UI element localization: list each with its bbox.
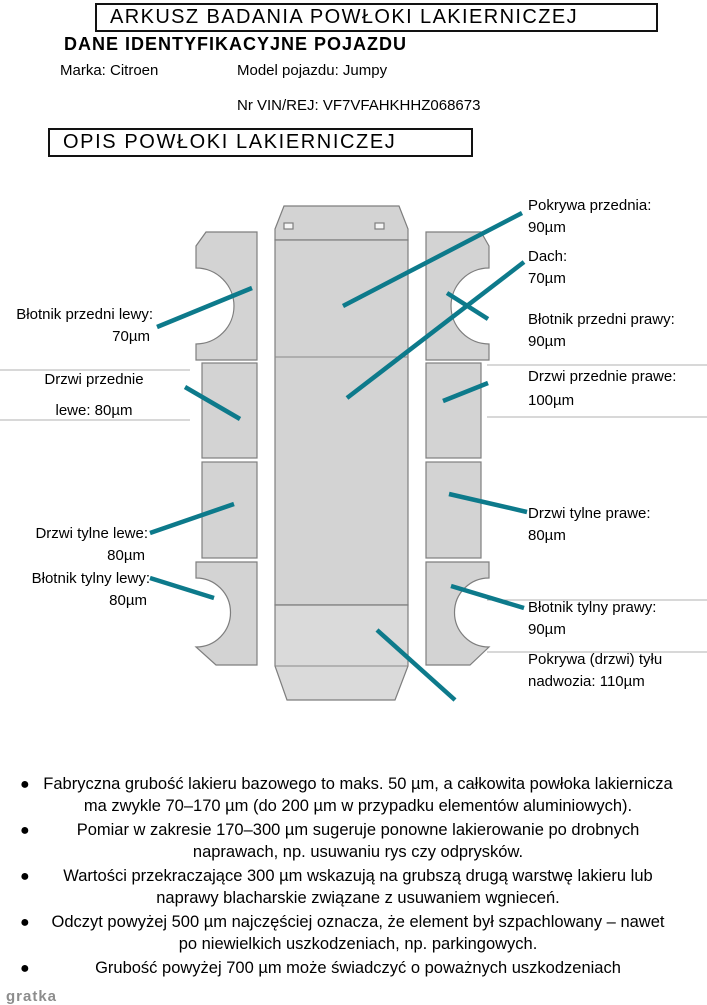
rear-right-door bbox=[425, 461, 482, 559]
model-field: Model pojazdu: Jumpy bbox=[237, 62, 387, 79]
watermark-logo: gratka bbox=[6, 988, 58, 1005]
part-name: Błotnik przedni lewy: bbox=[16, 306, 153, 323]
note-text: Fabryczna grubość lakieru bazowego to ma… bbox=[43, 775, 673, 815]
callout-blotnik-przedni-lewy bbox=[156, 285, 253, 330]
list-item: ● Grubość powyżej 700 µm może świadczyć o… bbox=[14, 958, 692, 980]
callout-dach bbox=[345, 260, 526, 400]
rear-left-fender bbox=[194, 561, 258, 666]
part-value: 100µm bbox=[528, 392, 575, 409]
part-value: 80µm bbox=[107, 547, 145, 564]
bullet-icon: ● bbox=[20, 822, 30, 839]
part-value: 70µm bbox=[528, 270, 566, 287]
brand-field: Marka: Citroen bbox=[60, 62, 158, 79]
part-value: 90µm bbox=[528, 219, 566, 236]
bullet-icon: ● bbox=[20, 868, 30, 885]
callout-blotnik-przedni-prawy bbox=[445, 291, 490, 321]
page-title: ARKUSZ BADANIA POWŁOKI LAKIERNICZEJ bbox=[95, 3, 658, 32]
note-text: Pomiar w zakresie 170–300 µm sugeruje po… bbox=[76, 821, 640, 861]
roof-panel bbox=[274, 239, 409, 606]
front-right-door bbox=[425, 362, 482, 459]
list-item: ● Pomiar w zakresie 170–300 µm sugeruje p… bbox=[14, 820, 692, 863]
label-drzwi-tylne-prawe: Drzwi tylne prawe: 80µm bbox=[528, 503, 651, 547]
list-item: ● Odczyt powyżej 500 µm najczęściej oznac… bbox=[14, 912, 692, 955]
label-blotnik-przedni-prawy: Błotnik przedni prawy: 90µm bbox=[528, 309, 675, 353]
vin-value: VF7VFAHKHHZ068673 bbox=[322, 97, 481, 114]
part-name: Drzwi tylne prawe: bbox=[528, 505, 651, 522]
label-dach: Dach: 70µm bbox=[528, 246, 567, 290]
part-name: Błotnik przedni prawy: bbox=[528, 311, 675, 328]
label-drzwi-przednie-lewe: Drzwi przednie lewe: 80µm bbox=[0, 364, 188, 426]
part-value: 80µm bbox=[528, 527, 566, 544]
part-name: Drzwi przednie prawe: bbox=[528, 368, 677, 385]
bullet-icon: ● bbox=[20, 960, 30, 977]
part-name: Drzwi tylne lewe: bbox=[35, 525, 148, 542]
part-name: Pokrywa (drzwi) tyłu bbox=[528, 651, 663, 668]
coating-section-title: OPIS POWŁOKI LAKIERNICZEJ bbox=[48, 128, 473, 157]
brand-value: Citroen bbox=[110, 62, 159, 79]
vin-field: Nr VIN/REJ: VF7VFAHKHHZ068673 bbox=[237, 97, 480, 114]
model-label: Model pojazdu: bbox=[237, 62, 339, 79]
note-text: Odczyt powyżej 500 µm najczęściej oznacz… bbox=[51, 913, 665, 953]
part-name: Błotnik tylny lewy: bbox=[31, 570, 150, 587]
part-value: 70µm bbox=[112, 328, 150, 345]
part-name: Dach: bbox=[528, 248, 568, 265]
callout-drzwi-przednie-prawe bbox=[442, 380, 489, 404]
hood-notch-right bbox=[374, 222, 385, 230]
list-item: ● Wartości przekraczające 300 µm wskazują… bbox=[14, 866, 692, 909]
model-value: Jumpy bbox=[342, 62, 388, 79]
label-blotnik-tylny-prawy: Błotnik tylny prawy: 90µm bbox=[528, 597, 656, 641]
rear-door-panel bbox=[274, 604, 409, 701]
callout-drzwi-przednie-lewe bbox=[183, 385, 242, 421]
callout-drzwi-tylne-lewe bbox=[149, 501, 235, 536]
callout-blotnik-tylny-prawy bbox=[450, 583, 525, 611]
label-pokrywa-przednia: Pokrywa przednia: 90µm bbox=[528, 195, 651, 239]
label-blotnik-przedni-lewy: Błotnik przedni lewy: 70µm bbox=[0, 304, 153, 348]
part-value: 80µm bbox=[109, 592, 147, 609]
front-left-fender bbox=[195, 231, 258, 361]
hood-notch-left bbox=[283, 222, 294, 230]
label-pokrywa-tylu: Pokrywa (drzwi) tyłu nadwozia: 110µm bbox=[528, 649, 662, 693]
label-blotnik-tylny-lewy: Błotnik tylny lewy: 80µm bbox=[0, 568, 150, 612]
note-text: Wartości przekraczające 300 µm wskazują … bbox=[63, 867, 653, 907]
callout-drzwi-tylne-prawe bbox=[448, 491, 528, 515]
callout-pokrywa-tylu bbox=[375, 628, 457, 702]
part-value: 90µm bbox=[528, 621, 566, 638]
coating-notes-list: ● Fabryczna grubość lakieru bazowego to m… bbox=[14, 774, 692, 983]
list-item: ● Fabryczna grubość lakieru bazowego to m… bbox=[14, 774, 692, 817]
part-value: lewe: 80µm bbox=[55, 402, 133, 419]
rear-right-fender bbox=[425, 561, 491, 666]
part-value: 90µm bbox=[528, 333, 566, 350]
bullet-icon: ● bbox=[20, 776, 30, 793]
bullet-icon: ● bbox=[20, 914, 30, 931]
label-drzwi-przednie-prawe: Drzwi przednie prawe: 100µm bbox=[528, 365, 676, 413]
part-name: Drzwi przednie bbox=[44, 371, 144, 388]
label-drzwi-tylne-lewe: Drzwi tylne lewe: 80µm bbox=[0, 523, 148, 567]
part-value: nadwozia: 110µm bbox=[528, 673, 645, 690]
note-text: Grubość powyżej 700 µm może świadczyć o … bbox=[95, 959, 621, 977]
part-name: Pokrywa przednia: bbox=[528, 197, 652, 214]
callout-pokrywa-przednia bbox=[341, 211, 524, 308]
front-hood-panel bbox=[274, 205, 409, 241]
vin-label: Nr VIN/REJ: bbox=[237, 97, 319, 114]
brand-label: Marka: bbox=[60, 62, 106, 79]
callout-blotnik-tylny-lewy bbox=[149, 575, 215, 601]
front-left-door bbox=[201, 362, 258, 459]
vehicle-data-heading: DANE IDENTYFIKACYJNE POJAZDU bbox=[64, 34, 408, 54]
part-name: Błotnik tylny prawy: bbox=[528, 599, 657, 616]
